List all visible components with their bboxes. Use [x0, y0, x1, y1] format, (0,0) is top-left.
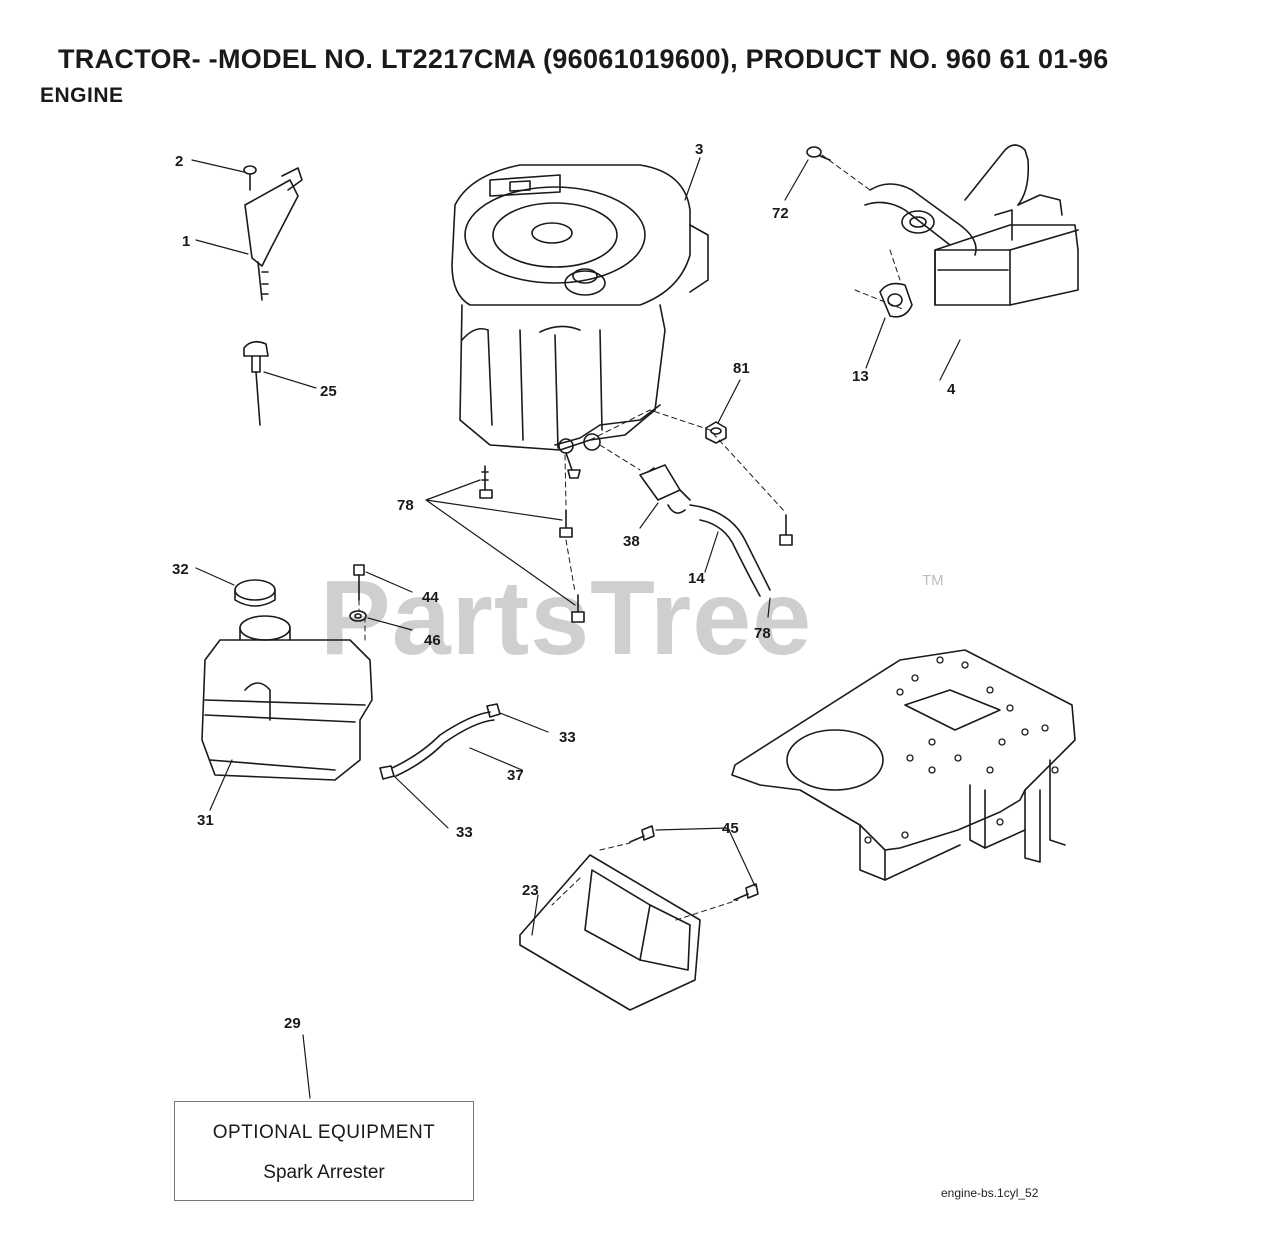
- trademark-mark: TM: [922, 572, 944, 589]
- callout-3: 3: [695, 141, 703, 158]
- part-14-hose: [689, 504, 771, 597]
- callout-31: 31: [197, 812, 214, 829]
- part-23-heat-shield: [519, 854, 701, 1011]
- callout-37: 37: [507, 767, 524, 784]
- optional-equipment-title: OPTIONAL EQUIPMENT: [212, 1122, 436, 1143]
- callout-2: 2: [175, 153, 183, 170]
- part-78-bolts: [479, 465, 793, 623]
- part-38-fuel-filter: [639, 464, 691, 514]
- part-81-nut: [705, 421, 727, 444]
- figure-id: engine-bs.1cyl_52: [941, 1186, 1039, 1200]
- part-3-engine: [451, 164, 709, 479]
- part-4-muffler: [864, 144, 1079, 306]
- callout-38: 38: [623, 533, 640, 550]
- callout-25: 25: [320, 383, 337, 400]
- part-1-throttle-bracket: [244, 167, 303, 301]
- part-32-fuel-cap: [234, 579, 276, 607]
- part-44-bolt: [353, 564, 365, 601]
- optional-equipment-box: OPTIONAL EQUIPMENT Spark Arrester: [174, 1101, 474, 1201]
- part-33-clamps: [379, 703, 501, 780]
- part-45-screws: [629, 825, 759, 901]
- callout-14: 14: [688, 570, 705, 587]
- part-46-washer: [349, 610, 367, 622]
- dashed-assembly-lines: [358, 154, 906, 921]
- part-37-fuel-line: [391, 711, 495, 777]
- callout-45: 45: [722, 820, 739, 837]
- part-31-fuel-tank: [201, 615, 373, 781]
- callout-81: 81: [733, 360, 750, 377]
- watermark-text: PartsTree: [320, 559, 813, 677]
- part-2-screw: [243, 165, 257, 191]
- part-25-dipstick: [243, 340, 269, 426]
- callout-33-b: 33: [456, 824, 473, 841]
- callout-1: 1: [182, 233, 190, 250]
- callout-72: 72: [772, 205, 789, 222]
- engine-mount-plate: [731, 649, 1076, 881]
- callout-33-a: 33: [559, 729, 576, 746]
- callout-46: 46: [424, 632, 441, 649]
- engine-mount-plate-holes: [864, 656, 1059, 844]
- callout-29: 29: [284, 1015, 301, 1032]
- callout-4: 4: [947, 381, 956, 398]
- section-title: ENGINE: [40, 84, 124, 107]
- part-72-bolt: [806, 146, 831, 161]
- leader-lines: [191, 157, 961, 1099]
- callout-13: 13: [852, 368, 869, 385]
- callout-44: 44: [422, 589, 439, 606]
- spark-arrester-label: Spark Arrester: [263, 1162, 385, 1183]
- callout-32: 32: [172, 561, 189, 578]
- page-title: TRACTOR- -MODEL NO. LT2217CMA (960610196…: [58, 44, 1109, 74]
- part-13-gasket: [879, 282, 913, 318]
- callout-78-b: 78: [754, 625, 771, 642]
- callout-78-a: 78: [397, 497, 414, 514]
- callout-23: 23: [522, 882, 539, 899]
